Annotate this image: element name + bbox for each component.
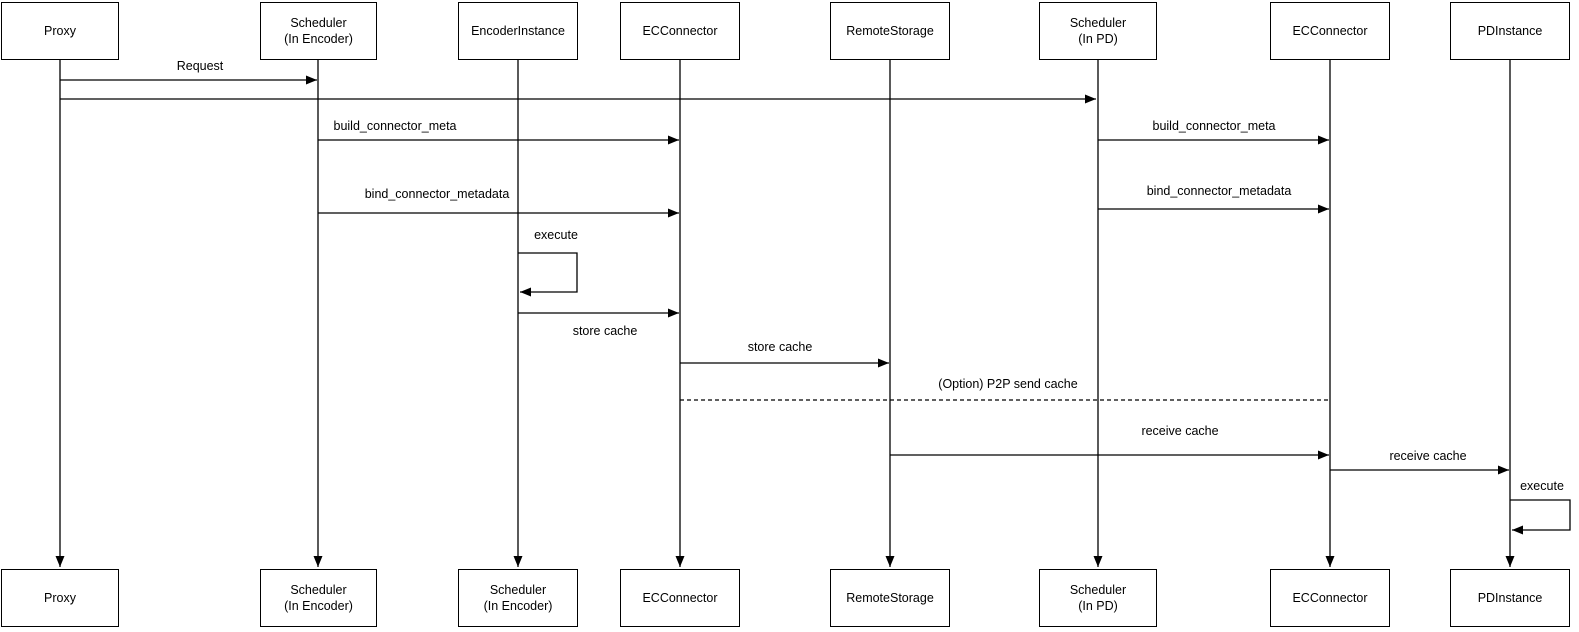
message-label-bind-connector-metadata-right: bind_connector_metadata <box>1146 184 1292 198</box>
participant-top-proxy: Proxy <box>1 2 119 60</box>
participant-top-pd-instance: PDInstance <box>1450 2 1570 60</box>
arrow-execute-self-loop-encoder <box>518 252 578 297</box>
participant-top-encoder-instance: EncoderInstance <box>458 2 578 60</box>
participant-bottom-remote-storage: RemoteStorage <box>830 569 950 627</box>
message-label-p2p-send-cache: (Option) P2P send cache <box>938 377 1078 391</box>
message-label-request: Request <box>176 59 224 73</box>
participant-bottom-ec-connector-2: ECConnector <box>1270 569 1390 627</box>
participant-top-ec-connector-2: ECConnector <box>1270 2 1390 60</box>
participant-bottom-pd-instance: PDInstance <box>1450 569 1570 627</box>
message-label-store-cache-encoder: store cache <box>572 324 638 338</box>
participant-top-ec-connector-1: ECConnector <box>620 2 740 60</box>
message-label-execute-pd: execute <box>1520 479 1564 493</box>
participant-top-remote-storage: RemoteStorage <box>830 2 950 60</box>
participant-top-scheduler-pd: Scheduler (In PD) <box>1039 2 1157 60</box>
message-label-bind-connector-metadata-left: bind_connector_metadata <box>364 187 510 201</box>
arrow-execute-self-loop-pd <box>1510 499 1571 535</box>
participant-top-scheduler-encoder: Scheduler (In Encoder) <box>260 2 377 60</box>
participant-bottom-scheduler-pd: Scheduler (In PD) <box>1039 569 1157 627</box>
message-label-receive-cache-pd: receive cache <box>1389 449 1467 463</box>
participant-bottom-scheduler-encoder-2: Scheduler (In Encoder) <box>458 569 578 627</box>
message-label-store-cache-remote: store cache <box>747 340 813 354</box>
message-label-build-connector-meta-left: build_connector_meta <box>333 119 457 133</box>
message-label-execute-encoder: execute <box>534 228 578 242</box>
participant-bottom-ec-connector-1: ECConnector <box>620 569 740 627</box>
participant-bottom-proxy: Proxy <box>1 569 119 627</box>
message-label-build-connector-meta-right: build_connector_meta <box>1152 119 1276 133</box>
participant-bottom-scheduler-encoder: Scheduler (In Encoder) <box>260 569 377 627</box>
message-label-receive-cache-remote: receive cache <box>1141 424 1219 438</box>
